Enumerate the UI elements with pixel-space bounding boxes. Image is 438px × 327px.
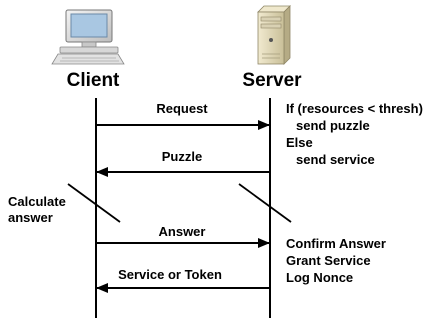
answer-label: Answer [159,224,206,239]
service-label: Service or Token [118,267,222,282]
server-label: Server [242,70,302,91]
calculate-note-line1: Calculate [8,194,66,209]
calculate-note-line2: answer [8,210,53,225]
desktop-computer-icon [51,9,125,65]
log-nonce-note: Log Nonce [286,270,353,285]
client-label: Client [67,70,120,91]
decision-note-line4: send service [296,152,375,167]
decision-note-line3: Else [286,135,313,150]
grant-service-note: Grant Service [286,253,371,268]
client-time-break [67,183,121,223]
server-tower-icon [257,5,291,65]
request-label: Request [156,101,208,116]
decision-note-line2: send puzzle [296,118,370,133]
puzzle-label: Puzzle [162,149,202,164]
confirm-answer-note: Confirm Answer [286,236,386,251]
server-time-break [238,183,292,223]
decision-note-line1: If (resources < thresh) [286,101,423,116]
